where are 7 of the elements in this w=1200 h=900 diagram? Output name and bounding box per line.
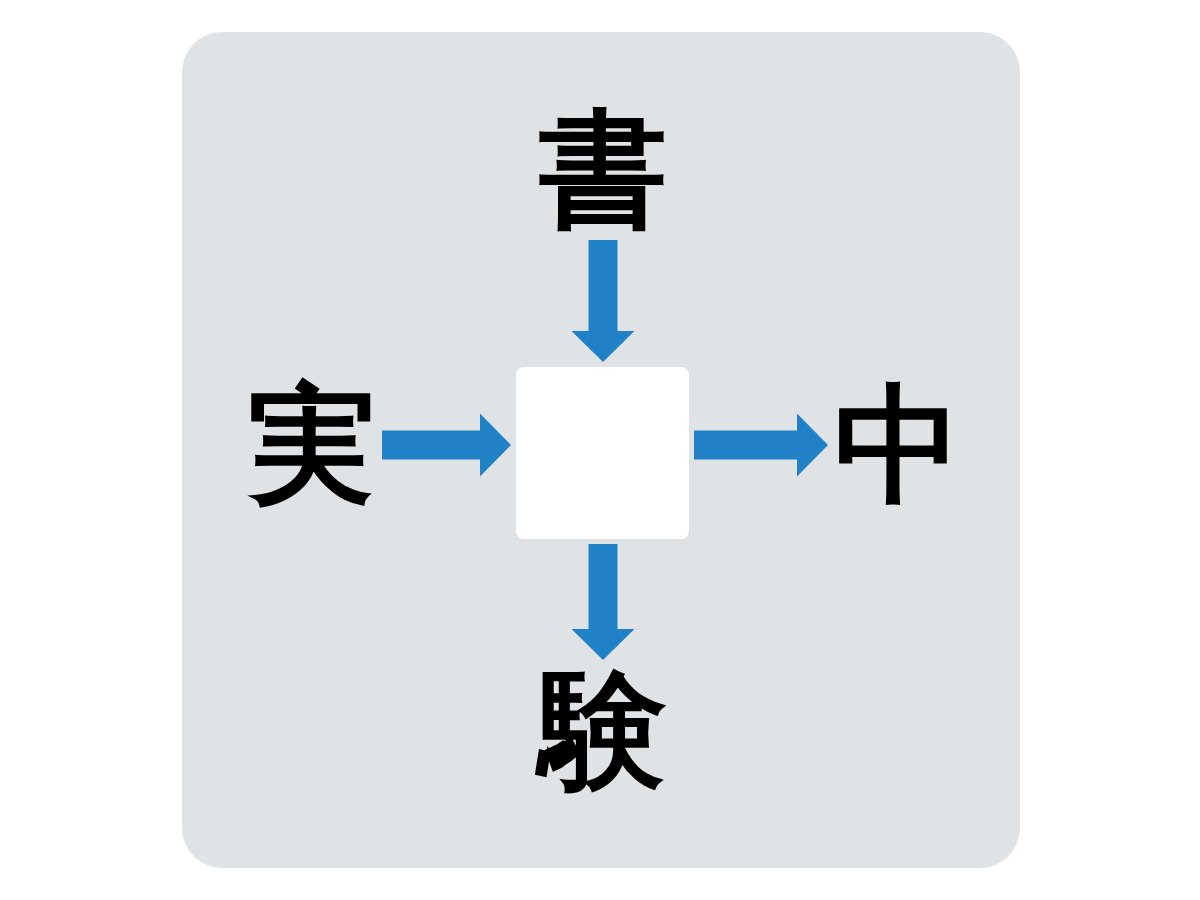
arrow: [571, 544, 635, 660]
arrow: [382, 413, 511, 477]
kanji-character: 中: [833, 380, 963, 510]
kanji-character: 書: [538, 105, 668, 235]
arrow: [694, 413, 828, 477]
arrow: [571, 240, 635, 362]
answer-box: [516, 367, 689, 539]
